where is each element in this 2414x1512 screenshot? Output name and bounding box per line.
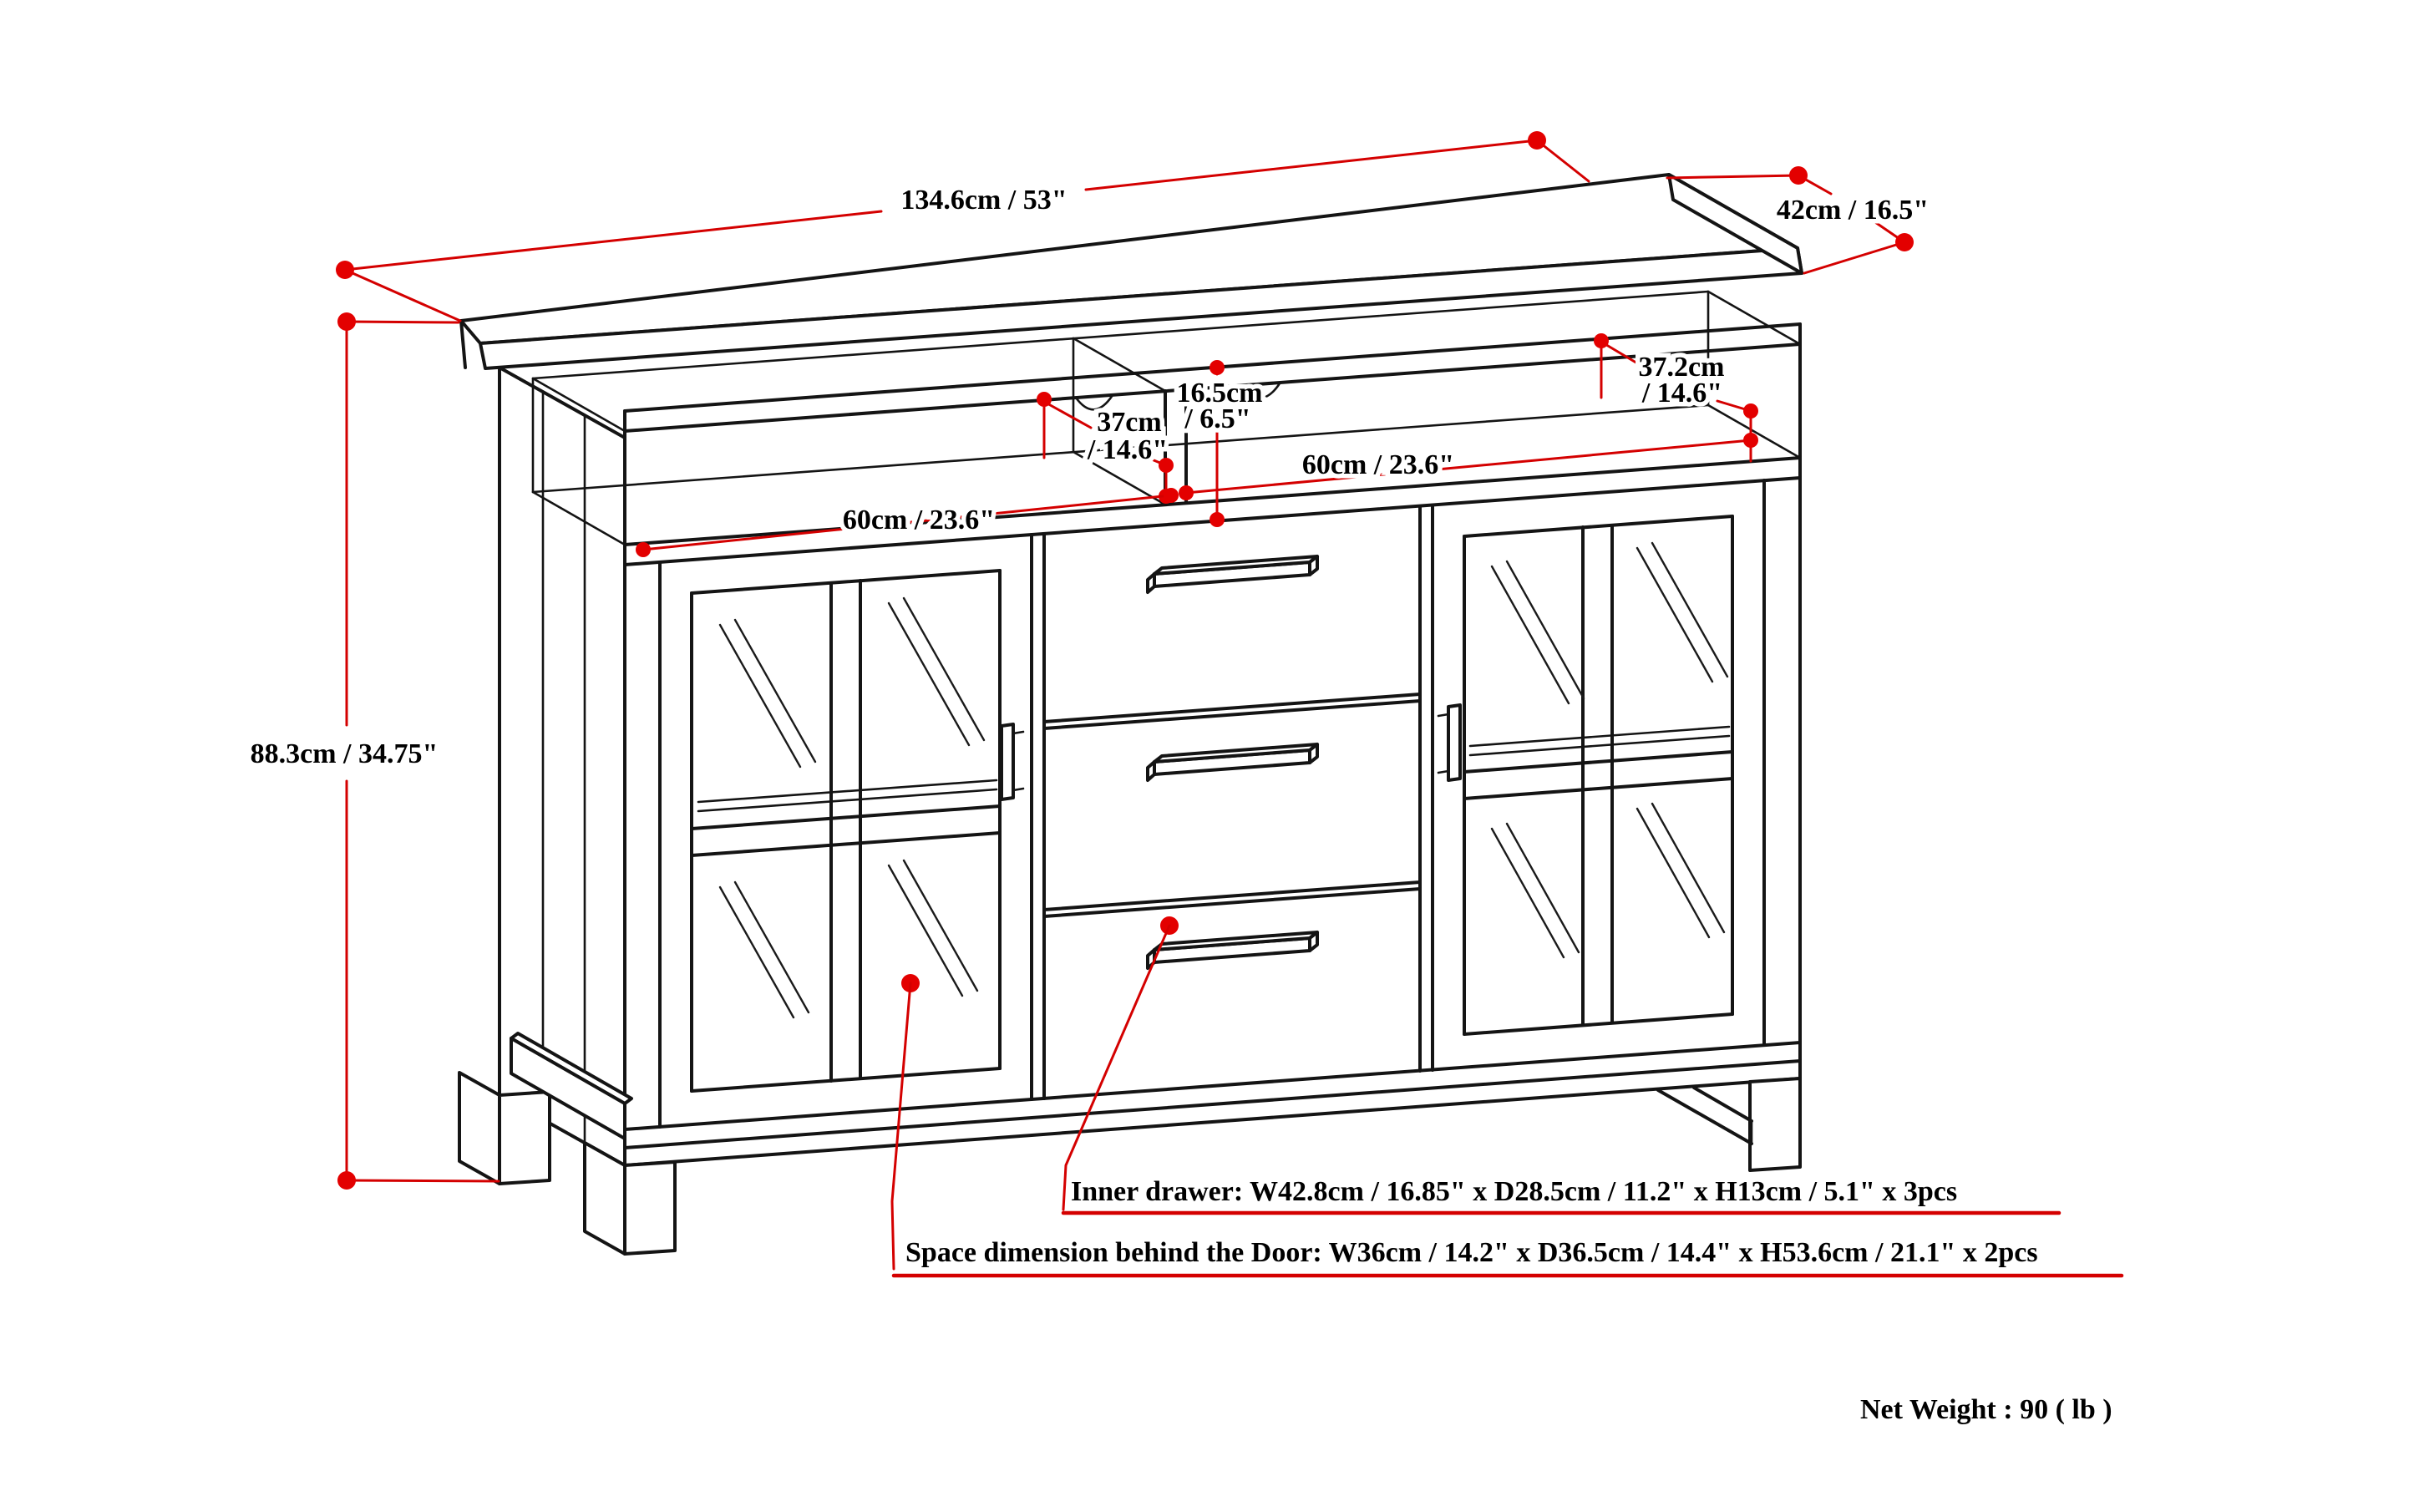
bottom-rail bbox=[623, 1041, 1802, 1167]
divider-side-bottom bbox=[1072, 450, 1167, 506]
door-frame bbox=[690, 1067, 1002, 1093]
door-frame bbox=[1463, 1012, 1734, 1036]
lower-section-frame bbox=[658, 479, 1766, 1129]
drawer-gap bbox=[1042, 880, 1422, 911]
dim-endpoint-dot bbox=[337, 1171, 356, 1190]
shelf-back-bottom bbox=[531, 403, 1710, 494]
door-mid-rail bbox=[690, 831, 1002, 857]
right-side-stretcher bbox=[1656, 1086, 1753, 1145]
dim-endpoint-dot bbox=[336, 261, 354, 279]
dim-shelf-right-depth: 37.2cm / 14.6" bbox=[1594, 333, 1758, 463]
callout-leader-door bbox=[890, 982, 912, 1271]
front-left-leg bbox=[623, 1160, 677, 1256]
dim-bay-left: 60cm / 23.6" bbox=[636, 488, 1179, 557]
dim-shelf-height-line2: / 6.5" bbox=[1184, 403, 1250, 434]
drawer-handle-2 bbox=[1146, 743, 1319, 782]
drawer-stack bbox=[1042, 555, 1422, 970]
drawer-handle-1 bbox=[1146, 555, 1319, 594]
shelf-left-bottom-edge bbox=[531, 490, 626, 546]
right-door-handle bbox=[1437, 703, 1462, 782]
dim-shelf-right-depth-line1: 37.2cm bbox=[1639, 352, 1725, 383]
cable-notch-left bbox=[1074, 393, 1114, 411]
drawer-gap bbox=[1042, 693, 1422, 723]
door-mid-rail bbox=[1463, 777, 1734, 800]
shelf-right-top-edge bbox=[1707, 290, 1802, 346]
door-mid-rail bbox=[690, 804, 1002, 830]
dim-endpoint-dot bbox=[1179, 485, 1194, 500]
dim-shelf-right-depth-line2: / 14.6" bbox=[1641, 378, 1722, 408]
dim-depth-label: 42cm / 16.5" bbox=[1777, 195, 1929, 226]
dim-endpoint-dot bbox=[1159, 458, 1174, 473]
interior-shelf-edge bbox=[1468, 725, 1731, 748]
dim-overall-height: 88.3cm / 34.75" bbox=[246, 312, 500, 1190]
left-glass-door bbox=[690, 569, 1025, 1093]
net-weight-text: Net Weight : 90 ( lb ) bbox=[1860, 1394, 2112, 1425]
drawer-handle-3 bbox=[1146, 931, 1319, 970]
dim-endpoint-dot bbox=[1210, 512, 1225, 527]
door-frame bbox=[690, 569, 1002, 595]
dim-endpoint-dot bbox=[1210, 360, 1225, 375]
shelf-right-bottom-edge bbox=[1707, 403, 1802, 459]
note-door-space: Space dimension behind the Door: W36cm /… bbox=[890, 974, 2124, 1278]
dim-shelf-height-line1: 16.5cm bbox=[1177, 378, 1263, 408]
dim-endpoint-dot bbox=[636, 542, 651, 557]
top-rail-lower bbox=[623, 342, 1802, 433]
dim-width-label: 134.6cm / 53" bbox=[900, 185, 1067, 216]
note-inner-drawer: Inner drawer: W42.8cm / 16.85" x D28.5cm… bbox=[1061, 916, 2062, 1215]
dim-bay-right-label: 60cm / 23.6" bbox=[1302, 449, 1454, 480]
dim-endpoint-dot bbox=[337, 312, 356, 331]
callout-leader-drawer bbox=[1062, 924, 1171, 1211]
divider-side-top bbox=[1072, 337, 1167, 393]
dim-endpoint-dot bbox=[1037, 392, 1052, 407]
left-side-stretcher bbox=[510, 1032, 633, 1140]
door-frame bbox=[1463, 515, 1734, 538]
dim-endpoint-dot bbox=[1528, 131, 1546, 150]
glass-shine-lines bbox=[1490, 541, 1729, 959]
cable-notch-right bbox=[1241, 382, 1281, 399]
drawer-gap bbox=[1042, 887, 1422, 918]
table-top bbox=[459, 173, 1803, 370]
left-door-handle bbox=[1000, 723, 1025, 801]
dim-overall-depth: 42cm / 16.5" bbox=[1666, 166, 1934, 275]
dim-bay-right: 60cm / 23.6" bbox=[1179, 433, 1758, 500]
dim-shelf-left-width: 37cm / 14.6" bbox=[1037, 392, 1174, 504]
mid-shelf-board bbox=[623, 456, 1802, 566]
right-glass-door bbox=[1437, 515, 1734, 1036]
dim-overall-width: 134.6cm / 53" bbox=[336, 131, 1590, 322]
dim-bay-left-label: 60cm / 23.6" bbox=[843, 505, 995, 535]
glass-shine-lines bbox=[718, 596, 986, 1019]
interior-shelf-edge bbox=[697, 779, 998, 804]
interior-shelf-edge bbox=[697, 788, 998, 813]
table-top-right-edge bbox=[1667, 173, 1803, 275]
dim-endpoint-dot bbox=[1743, 433, 1758, 448]
carcass-bottom-edge bbox=[623, 1077, 1802, 1167]
dim-endpoint-dot bbox=[1164, 488, 1179, 503]
back-left-leg-side bbox=[458, 1071, 501, 1185]
dim-endpoint-dot bbox=[1789, 166, 1808, 185]
dim-height-label: 88.3cm / 34.75" bbox=[251, 738, 439, 769]
drawer-gap bbox=[1042, 699, 1422, 730]
shelf-back-top bbox=[531, 290, 1710, 380]
table-top-left-edge bbox=[459, 319, 467, 369]
dim-shelf-left-width-line2: / 14.6" bbox=[1087, 434, 1168, 465]
dim-shelf-left-width-line1: 37cm bbox=[1097, 407, 1161, 438]
dim-endpoint-dot bbox=[1594, 333, 1609, 348]
shelf-left-top-edge bbox=[531, 377, 626, 433]
dim-shelf-height: 16.5cm / 6.5" bbox=[1172, 360, 1267, 527]
back-left-leg bbox=[498, 1090, 551, 1185]
dim-endpoint-dot bbox=[1895, 233, 1914, 251]
door-mid-rail bbox=[1463, 750, 1734, 774]
front-right-leg bbox=[1748, 1077, 1802, 1172]
shelf-floor-front-top bbox=[623, 456, 1802, 546]
bottom-rail-top bbox=[623, 1041, 1802, 1131]
inner-drawer-note-text: Inner drawer: W42.8cm / 16.85" x D28.5cm… bbox=[1071, 1176, 1957, 1207]
left-side-panel bbox=[498, 366, 626, 1167]
door-space-note-text: Space dimension behind the Door: W36cm /… bbox=[905, 1237, 2038, 1268]
bottom-rail-mid bbox=[623, 1059, 1802, 1149]
interior-shelf-edge bbox=[1468, 734, 1731, 757]
legs bbox=[458, 1032, 1802, 1256]
dim-endpoint-dot bbox=[1743, 403, 1758, 419]
